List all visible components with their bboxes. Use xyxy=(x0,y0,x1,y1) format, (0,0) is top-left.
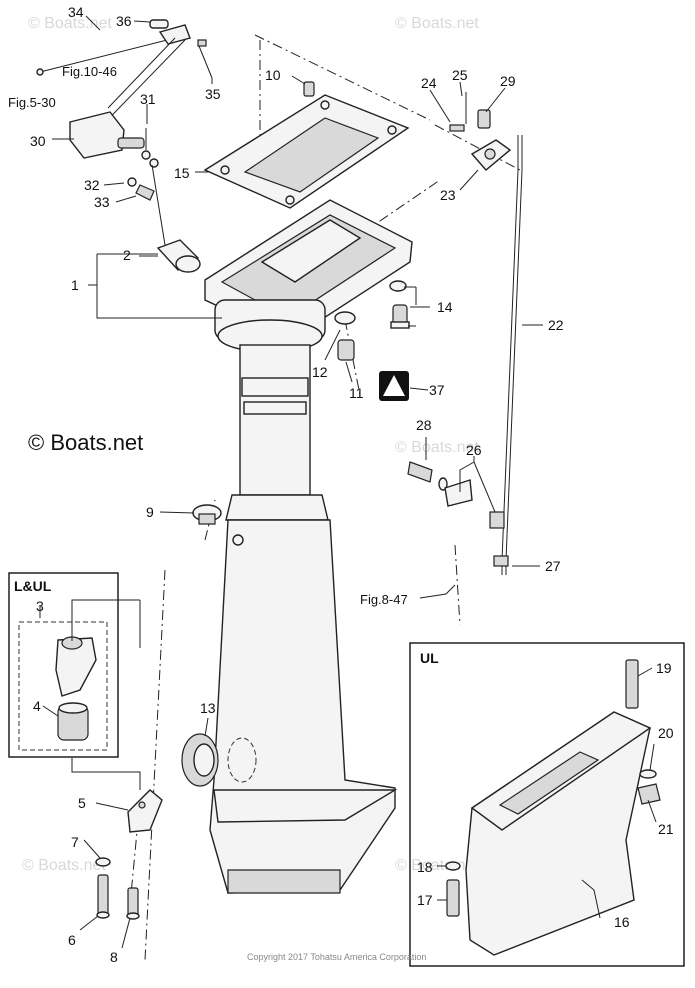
callout-36: 36 xyxy=(116,13,132,29)
watermark: © Boats.net xyxy=(395,439,479,456)
reference-fig-8-47: Fig.8-47 xyxy=(360,592,408,607)
callout-5: 5 xyxy=(78,795,86,811)
l-and-ul-box xyxy=(8,572,119,758)
callout-29: 29 xyxy=(500,73,516,89)
callout-15: 15 xyxy=(174,165,190,181)
callout-7: 7 xyxy=(71,834,79,850)
bolt-28 xyxy=(407,461,448,491)
plug-9 xyxy=(192,504,222,525)
callout-21: 21 xyxy=(658,821,674,837)
washer-20 xyxy=(639,769,657,779)
bolt-14 xyxy=(390,304,410,329)
watermark: © Boats.net xyxy=(395,15,479,32)
callout-28: 28 xyxy=(416,417,432,433)
washer-7 xyxy=(95,857,111,867)
ul-box xyxy=(409,642,685,967)
l-and-ul-subassembly xyxy=(18,621,108,751)
callout-33: 33 xyxy=(94,194,110,210)
grommet-27 xyxy=(493,555,509,567)
copyright-notice: Copyright 2017 Tohatsu America Corporati… xyxy=(247,952,426,962)
lower-housing xyxy=(209,519,398,894)
reference-fig-10-46: Fig.10-46 xyxy=(62,64,117,79)
screw-6 xyxy=(96,874,110,919)
callout-2: 2 xyxy=(123,247,131,263)
warning-label-37 xyxy=(379,371,409,401)
plug-11 xyxy=(337,339,355,361)
washer-18 xyxy=(445,861,461,871)
callout-14: 14 xyxy=(437,299,453,315)
part-3 xyxy=(55,636,97,697)
callout-8: 8 xyxy=(110,949,118,965)
callout-22: 22 xyxy=(548,317,564,333)
nut-21 xyxy=(637,783,661,805)
callout-32: 32 xyxy=(84,177,100,193)
reference-fig-5-30: Fig.5-30 xyxy=(8,95,56,110)
shift-rod-22 xyxy=(501,135,523,575)
plate-16 xyxy=(465,711,652,956)
callout-37: 37 xyxy=(429,382,445,398)
callout-12: 12 xyxy=(312,364,328,380)
bolt-17 xyxy=(446,879,460,917)
grommet-2 xyxy=(156,239,201,273)
callout-10: 10 xyxy=(265,67,281,83)
callout-18: 18 xyxy=(417,859,433,875)
ul-label: UL xyxy=(420,650,439,666)
mount-housing-1 xyxy=(204,199,413,353)
callout-27: 27 xyxy=(545,558,561,574)
stud-19 xyxy=(625,659,639,709)
screw-24 xyxy=(449,124,465,132)
nut-4 xyxy=(57,702,89,741)
callout-34: 34 xyxy=(68,4,84,20)
screw-8 xyxy=(126,887,140,920)
callout-19: 19 xyxy=(656,660,672,676)
clip-26 xyxy=(444,479,505,529)
callout-4: 4 xyxy=(33,698,41,714)
callout-6: 6 xyxy=(68,932,76,948)
callout-35: 35 xyxy=(205,86,221,102)
bolt-10 xyxy=(303,81,315,97)
callout-13: 13 xyxy=(200,700,216,716)
callout-20: 20 xyxy=(658,725,674,741)
callout-11: 11 xyxy=(349,385,364,401)
callout-9: 9 xyxy=(146,504,154,520)
callout-3: 3 xyxy=(36,598,44,614)
throttle-linkage xyxy=(36,19,213,246)
bracket-5 xyxy=(127,789,163,833)
callout-17: 17 xyxy=(417,892,433,908)
callout-30: 30 xyxy=(30,133,46,149)
callout-1: 1 xyxy=(71,277,79,293)
callout-31: 31 xyxy=(140,91,156,107)
callout-16: 16 xyxy=(614,914,630,930)
watermark: © Boats.net xyxy=(28,15,112,32)
screw-29 xyxy=(477,109,491,129)
drive-shaft-column xyxy=(225,344,329,521)
l-and-ul-label: L&UL xyxy=(14,578,52,594)
callout-26: 26 xyxy=(466,442,482,458)
callout-23: 23 xyxy=(440,187,456,203)
rubber-mount-13 xyxy=(181,733,219,787)
callout-24: 24 xyxy=(421,75,437,91)
washer-14 xyxy=(389,280,407,292)
callout-25: 25 xyxy=(452,67,468,83)
leader-lines xyxy=(39,15,657,949)
gasket-15 xyxy=(203,94,410,209)
watermark-main: © Boats.net xyxy=(28,430,143,455)
watermark: © Boats.net xyxy=(22,857,106,874)
washer-12 xyxy=(334,311,356,325)
bracket-23 xyxy=(470,139,512,171)
